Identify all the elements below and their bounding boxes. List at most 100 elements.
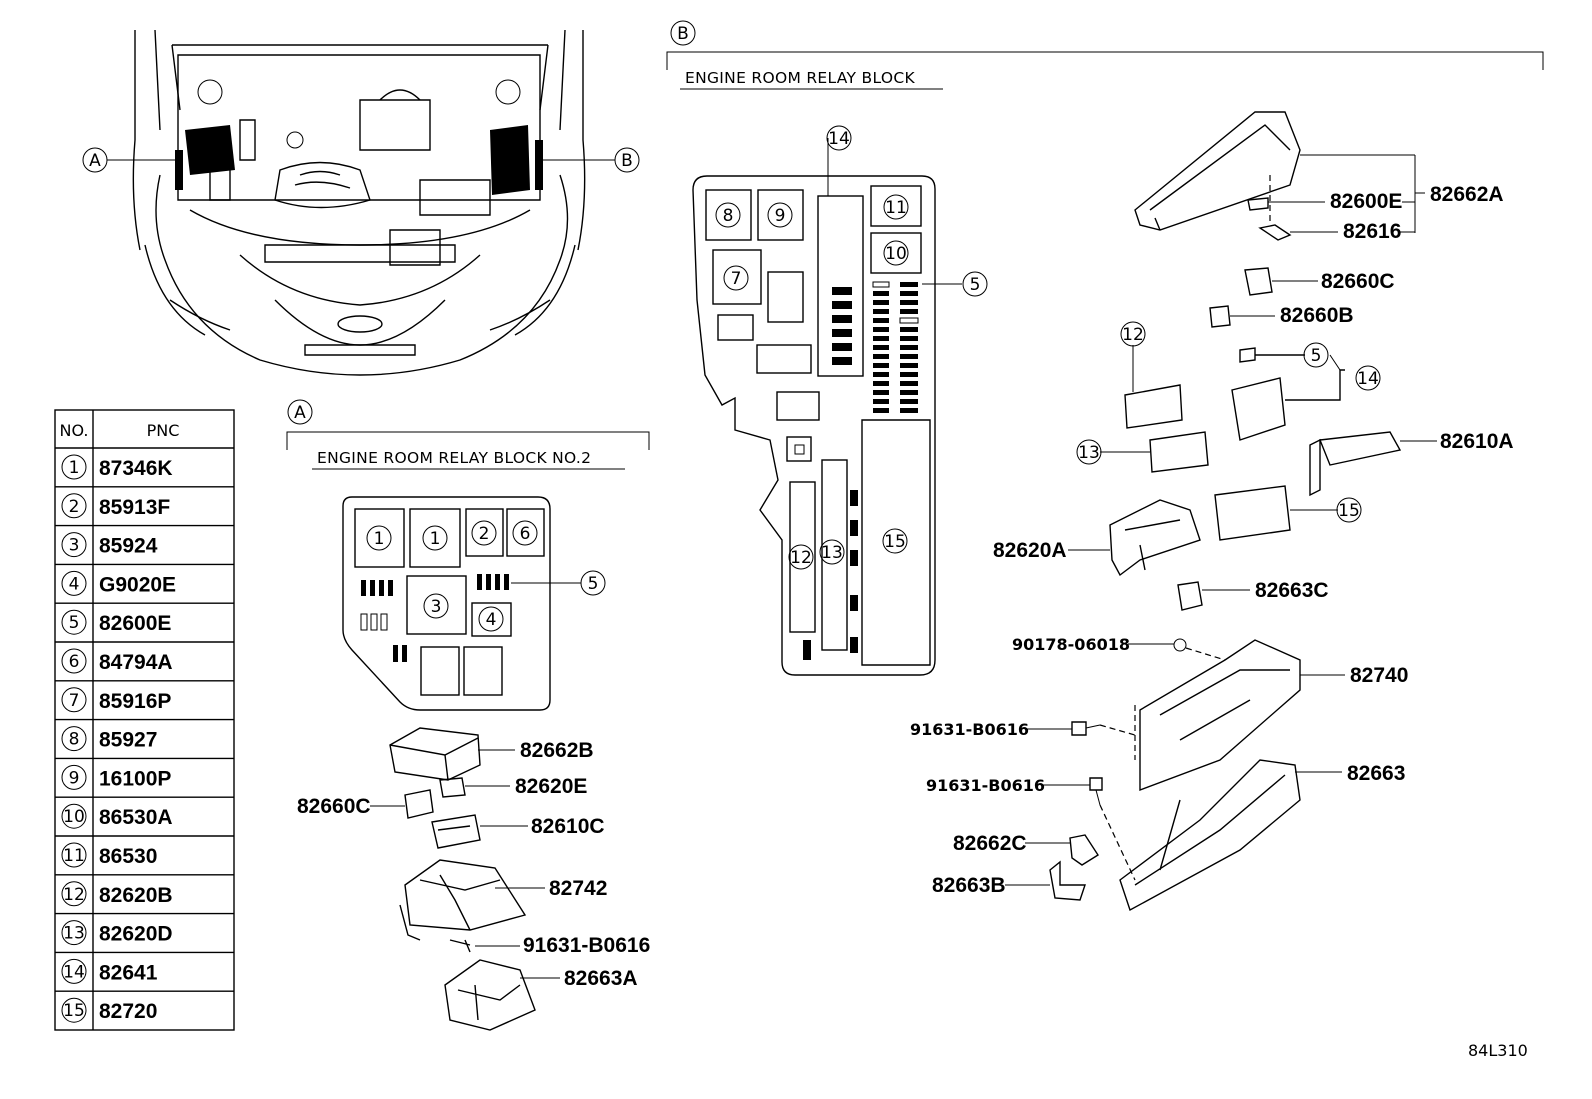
fuse-slot bbox=[900, 408, 918, 413]
section-b-exploded-num: 13 bbox=[1078, 443, 1100, 463]
section-a-num: 3 bbox=[431, 597, 442, 617]
section-b-num: 5 bbox=[970, 275, 981, 295]
part-90178-06018: 90178-06018 bbox=[1012, 635, 1130, 654]
fuse-slot bbox=[850, 520, 858, 536]
section-a-num-ring bbox=[366, 525, 392, 551]
table-row-pnc: 86530A bbox=[99, 806, 173, 829]
fuse-slot bbox=[873, 309, 889, 314]
table-row-no: 7 bbox=[69, 691, 80, 711]
section-a-callout: A bbox=[294, 403, 306, 423]
table-row-no: 6 bbox=[69, 652, 80, 672]
section-b-exploded-num-ring bbox=[1076, 439, 1102, 465]
part-82662B: 82662B bbox=[520, 739, 594, 762]
part-82742: 82742 bbox=[549, 877, 607, 900]
section-b-exploded-num: 12 bbox=[1122, 325, 1144, 345]
section-a-num: 4 bbox=[486, 610, 497, 630]
table-row-pnc: 85927 bbox=[99, 729, 157, 752]
fuse-slot bbox=[873, 291, 889, 296]
table-row-no-ring bbox=[61, 493, 87, 519]
fuse-slot bbox=[873, 390, 889, 395]
fuse-slot bbox=[850, 595, 858, 611]
section-b-title: ENGINE ROOM RELAY BLOCK bbox=[685, 69, 915, 87]
table-row-pnc: 82720 bbox=[99, 1000, 157, 1023]
table-row-no: 14 bbox=[63, 962, 85, 982]
section-b-num: 12 bbox=[790, 548, 812, 568]
section-b-num: 11 bbox=[885, 198, 907, 218]
section-a-num: 5 bbox=[588, 574, 599, 594]
fuse-slot bbox=[850, 490, 858, 506]
fuse-slot bbox=[873, 372, 889, 377]
fuse-slot bbox=[832, 343, 852, 351]
fuse-slot bbox=[832, 315, 852, 323]
table-row-no-ring bbox=[61, 648, 87, 674]
table-row-pnc: 85916P bbox=[99, 690, 171, 713]
table-row-pnc: 85924 bbox=[99, 535, 158, 558]
table-row-no: 12 bbox=[63, 885, 85, 905]
table-row-no: 4 bbox=[69, 574, 80, 594]
section-b-exploded-num-ring bbox=[1120, 321, 1146, 347]
table-row-pnc: 85913F bbox=[99, 496, 170, 519]
table-row-no: 2 bbox=[69, 497, 80, 517]
part-82610C: 82610C bbox=[531, 815, 605, 838]
fuse-slot bbox=[900, 354, 918, 359]
section-a-num-ring bbox=[478, 606, 504, 632]
fuse-slot bbox=[900, 363, 918, 368]
section-b-exploded-num-ring bbox=[1303, 342, 1329, 368]
section-b-exploded-num-ring bbox=[1336, 497, 1362, 523]
callout-b-label: B bbox=[621, 151, 633, 171]
part-82660C-b: 82660C bbox=[1321, 270, 1395, 293]
section-b-exploded-num: 15 bbox=[1338, 501, 1360, 521]
table-header-pnc: PNC bbox=[147, 421, 180, 440]
table-row-pnc: 86530 bbox=[99, 845, 157, 868]
fuse-slot bbox=[832, 287, 852, 295]
table-row-no-ring bbox=[61, 726, 87, 752]
section-b-exploded-num: 14 bbox=[1357, 369, 1379, 389]
section-b-num: 15 bbox=[884, 532, 906, 552]
section-a-num-ring bbox=[512, 520, 538, 546]
fuse-slot bbox=[899, 317, 919, 324]
section-a-title: ENGINE ROOM RELAY BLOCK NO.2 bbox=[317, 449, 591, 467]
table-row-no-ring bbox=[61, 687, 87, 713]
fuse-slot bbox=[832, 329, 852, 337]
section-b-num: 14 bbox=[828, 129, 850, 149]
fuse-slot bbox=[900, 399, 918, 404]
section-b-num-ring bbox=[767, 202, 793, 228]
table-row-no: 10 bbox=[63, 807, 85, 827]
section-a-num: 2 bbox=[479, 524, 490, 544]
section-a-num: 1 bbox=[374, 529, 385, 549]
part-91631-a: 91631-B0616 bbox=[523, 934, 650, 957]
table-row-pnc: G9020E bbox=[99, 573, 176, 596]
part-91631-b: 91631-B0616 bbox=[910, 720, 1029, 739]
section-a-num-ring bbox=[580, 570, 606, 596]
part-91631-c: 91631-B0616 bbox=[926, 776, 1045, 795]
table-row-pnc: 82600E bbox=[99, 612, 171, 635]
fuse-slot bbox=[900, 390, 918, 395]
fuse-slot bbox=[900, 381, 918, 386]
table-row-no: 9 bbox=[69, 768, 80, 788]
part-82620E: 82620E bbox=[515, 775, 587, 798]
fuse-slot bbox=[832, 301, 852, 309]
fuse-slot bbox=[803, 640, 811, 660]
section-a-num-ring bbox=[423, 593, 449, 619]
fuse-slot bbox=[900, 336, 918, 341]
fuse-slot bbox=[873, 327, 889, 332]
fuse-slot bbox=[872, 281, 890, 288]
section-b-num-ring bbox=[826, 125, 852, 151]
part-82616: 82616 bbox=[1343, 220, 1401, 243]
table-row-no: 11 bbox=[63, 846, 85, 866]
section-b-num: 10 bbox=[885, 244, 907, 264]
section-b-num-ring bbox=[788, 544, 814, 570]
fuse-slot bbox=[873, 363, 889, 368]
table-row-pnc: 82641 bbox=[99, 961, 158, 984]
car-front-illustration: A B bbox=[82, 29, 640, 376]
table-row-no-ring bbox=[61, 997, 87, 1023]
section-b-num: 9 bbox=[775, 206, 786, 226]
fuse-slot bbox=[900, 345, 918, 350]
table-row-no-ring bbox=[61, 532, 87, 558]
fuse-slot bbox=[873, 408, 889, 413]
fuse-slot bbox=[873, 300, 889, 305]
table-row-no-ring bbox=[61, 570, 87, 596]
